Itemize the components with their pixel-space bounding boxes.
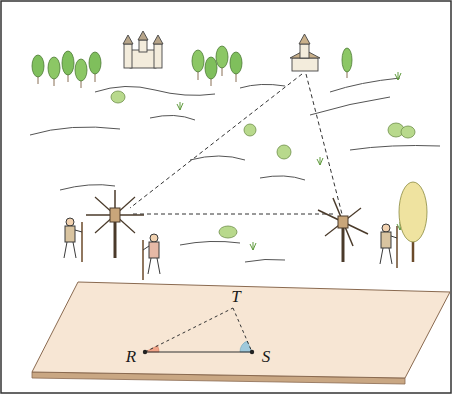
tree bbox=[342, 48, 352, 78]
bush bbox=[244, 124, 256, 136]
church-spire bbox=[299, 34, 310, 44]
church bbox=[290, 34, 320, 71]
triangle-figure bbox=[143, 308, 254, 354]
surveyor bbox=[380, 224, 397, 268]
hill-line bbox=[310, 97, 390, 115]
paper-sheet bbox=[32, 282, 450, 384]
windmill-cap bbox=[338, 216, 348, 228]
tree bbox=[89, 52, 101, 82]
bush bbox=[277, 145, 291, 159]
castle-tower bbox=[139, 40, 147, 52]
castle-tower bbox=[154, 44, 162, 68]
hill-line bbox=[350, 146, 440, 151]
point bbox=[250, 350, 254, 354]
tall-tree bbox=[399, 182, 427, 262]
grass-tuft bbox=[317, 157, 323, 165]
windmill-blade bbox=[333, 198, 353, 246]
point bbox=[143, 350, 147, 354]
hill-line bbox=[240, 84, 285, 88]
surveyor bbox=[143, 234, 160, 280]
trees bbox=[32, 46, 427, 262]
point-label: T bbox=[231, 288, 240, 305]
hill-line bbox=[180, 241, 240, 245]
bush bbox=[219, 226, 237, 238]
tree bbox=[32, 55, 44, 84]
sight-line bbox=[306, 74, 343, 218]
sight-line bbox=[130, 74, 302, 208]
grass-tuft bbox=[250, 242, 256, 250]
point-label: R bbox=[126, 348, 136, 365]
bush bbox=[111, 91, 125, 103]
hill-line bbox=[60, 185, 115, 190]
castle-roof bbox=[123, 35, 133, 44]
church-tower bbox=[300, 44, 309, 58]
windmill-left bbox=[86, 190, 144, 258]
windmill-right bbox=[318, 198, 368, 262]
baseline bbox=[145, 351, 252, 352]
sight-line bbox=[133, 214, 335, 215]
grass bbox=[177, 72, 403, 250]
castle-roof bbox=[138, 31, 148, 40]
hill-line bbox=[190, 156, 245, 160]
grass-tuft bbox=[395, 72, 401, 80]
hill-line bbox=[150, 115, 195, 120]
hill-line bbox=[30, 127, 120, 135]
tree bbox=[48, 57, 60, 86]
castle-tower bbox=[124, 44, 132, 68]
tree bbox=[192, 50, 204, 80]
tree bbox=[216, 46, 228, 76]
sight-line bbox=[233, 308, 252, 352]
tree bbox=[205, 57, 217, 86]
hill-line bbox=[330, 78, 400, 92]
windmill-blade bbox=[95, 197, 135, 233]
sight-line bbox=[145, 308, 233, 352]
hill-line bbox=[245, 259, 285, 262]
paper-surface bbox=[32, 282, 450, 378]
windmill-cap bbox=[110, 208, 120, 222]
grass-tuft bbox=[177, 102, 183, 110]
castle-roof bbox=[153, 35, 163, 44]
tree bbox=[230, 52, 242, 82]
castle bbox=[123, 31, 163, 68]
tree bbox=[75, 59, 87, 88]
bush bbox=[401, 126, 415, 138]
tree bbox=[62, 51, 74, 82]
church-nave bbox=[292, 58, 318, 71]
hill-lines bbox=[30, 78, 440, 262]
windmill-blade bbox=[95, 197, 135, 233]
windmill-blade bbox=[325, 208, 361, 236]
hill-line bbox=[260, 176, 305, 180]
point-label: S bbox=[262, 348, 271, 365]
windmill-blade bbox=[318, 210, 368, 234]
surveyor bbox=[64, 218, 82, 262]
castle-wall bbox=[130, 50, 156, 68]
angle-arc bbox=[240, 341, 252, 352]
bushes bbox=[111, 91, 415, 238]
sight-lines bbox=[130, 74, 343, 218]
